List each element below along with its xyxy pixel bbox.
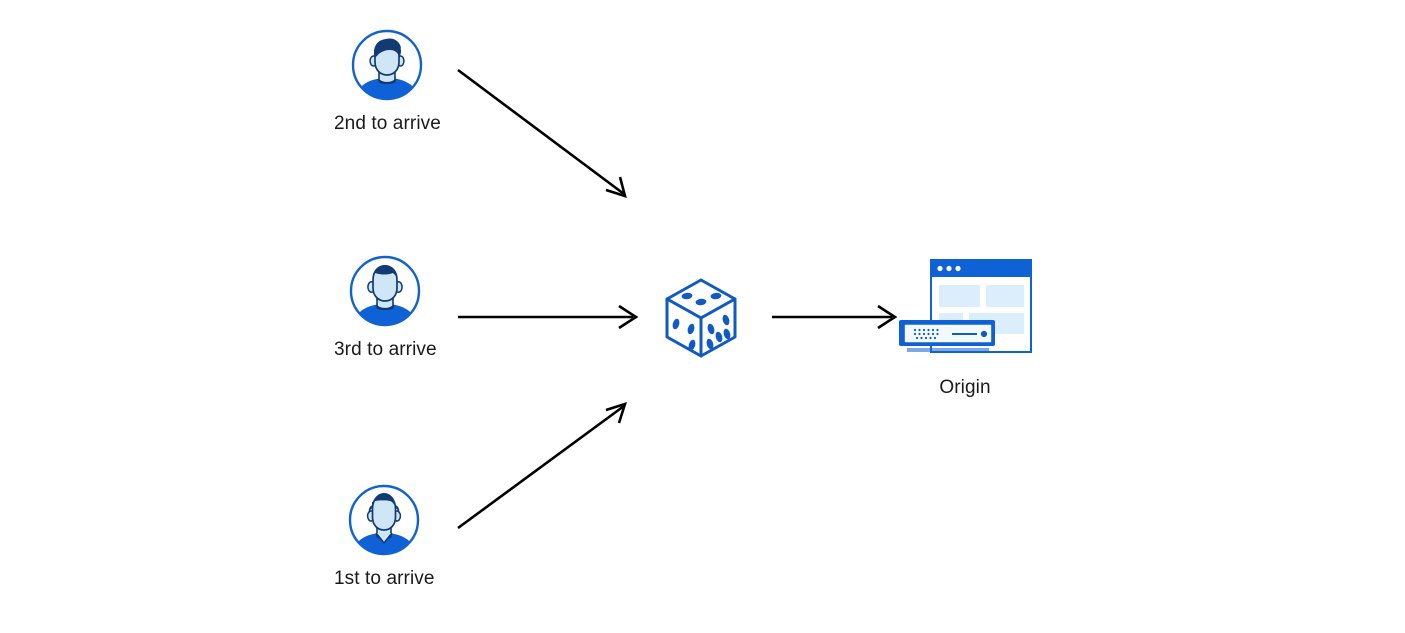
origin-server-icon (895, 258, 1035, 360)
node-label-client-2nd: 2nd to arrive (334, 113, 441, 134)
node-label-client-3rd: 3rd to arrive (334, 339, 437, 360)
node-client-3rd[interactable]: 3rd to arrive (334, 254, 437, 363)
node-label-origin: Origin (939, 377, 991, 398)
dice-icon (657, 272, 745, 364)
rack-server (899, 320, 995, 352)
user-avatar-icon (347, 483, 421, 557)
user-avatar-icon (348, 254, 422, 328)
node-client-1st[interactable]: 1st to arrive (334, 483, 435, 592)
node-origin[interactable]: Origin (895, 258, 1035, 401)
arrow-dice-to-origin (772, 304, 898, 330)
user-avatar-icon (350, 28, 424, 102)
node-label-client-1st: 1st to arrive (334, 568, 435, 589)
arrow-2nd-to-dice (457, 68, 627, 198)
node-client-2nd[interactable]: 2nd to arrive (334, 28, 441, 137)
node-randomizer[interactable] (657, 272, 745, 364)
arrow-1st-to-dice (457, 402, 627, 530)
arrow-3rd-to-dice (458, 304, 639, 330)
